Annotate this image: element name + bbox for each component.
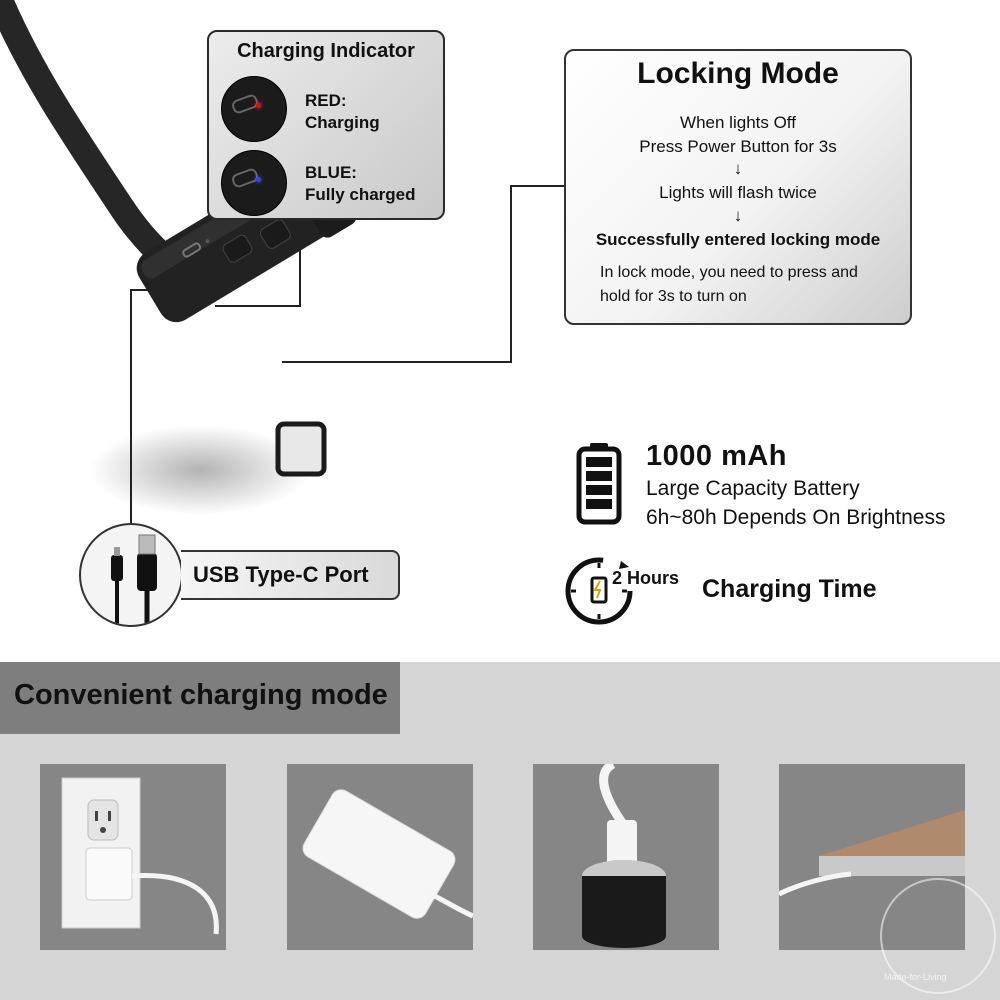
red-label-line1: RED:	[305, 91, 347, 110]
flexible-arm	[0, 0, 178, 271]
locking-step-4: Successfully entered locking mode	[595, 230, 881, 249]
section-title: Convenient charging mode	[14, 679, 388, 711]
watermark-text: Made-for-Living	[884, 972, 947, 982]
blue-led-icon	[221, 150, 287, 216]
power-button	[259, 219, 291, 249]
blue-label-line2: Fully charged	[305, 185, 416, 204]
locking-mode-title: Locking Mode	[637, 57, 839, 90]
laptop-icon	[779, 810, 965, 897]
charging-indicator-title: Charging Indicator	[237, 40, 415, 62]
callout-line-locking	[282, 185, 564, 363]
charging-time-label: Charging Time	[702, 575, 877, 603]
usb-label: USB Type-C Port	[193, 562, 369, 587]
locking-mode-callout: Locking Mode When lights Off Press Power…	[564, 49, 912, 325]
battery-capacity: 1000 mAh	[646, 440, 788, 472]
charge-hours: 2 Hours	[612, 568, 680, 588]
power-bank-icon	[302, 789, 473, 919]
battery-icon	[576, 443, 622, 525]
section-title-band	[0, 662, 400, 734]
red-led-label: RED: Charging	[305, 90, 380, 134]
locking-step-3: Lights will flash twice	[659, 183, 817, 202]
usb-adapter-icon	[582, 764, 666, 948]
laptop-tile	[779, 764, 965, 950]
down-arrow-icon: ↓	[733, 206, 743, 225]
usb-c-port	[182, 242, 202, 258]
power-bank-tile	[287, 764, 473, 950]
locking-step-1: When lights Off	[680, 113, 796, 132]
blue-led-label: BLUE: Fully charged	[305, 162, 416, 206]
red-led-icon	[221, 76, 287, 142]
watermark-logo	[880, 878, 996, 994]
indicator-led	[205, 239, 210, 244]
charging-indicator-callout: Charging Indicator RED: Charging BLUE: F…	[207, 30, 445, 220]
wall-outlet-tile	[40, 764, 226, 950]
battery-desc-2: 6h~80h Depends On Brightness	[646, 506, 946, 529]
usb-label-box: USB Type-C Port	[181, 550, 400, 600]
locking-note-line2: hold for 3s to turn on	[600, 288, 747, 305]
usb-cable-icon	[79, 523, 183, 627]
brightness-button	[222, 234, 253, 263]
locking-note-line1: In lock mode, you need to press and	[600, 264, 858, 281]
callout-line-usb	[130, 289, 195, 523]
down-arrow-icon: ↓	[733, 159, 743, 178]
red-label-line2: Charging	[305, 113, 380, 132]
locking-note: In lock mode, you need to press and hold…	[600, 261, 858, 309]
locking-step-2: Press Power Button for 3s	[639, 137, 837, 156]
clock-charge-icon	[565, 557, 633, 625]
light-lens	[275, 421, 327, 477]
device-shadow	[90, 425, 310, 515]
callout-line-indicator	[215, 220, 301, 307]
blue-label-line1: BLUE:	[305, 163, 357, 182]
wall-outlet-icon	[61, 777, 219, 935]
usb-adapter-tile	[533, 764, 719, 950]
battery-desc-1: Large Capacity Battery	[646, 477, 860, 500]
